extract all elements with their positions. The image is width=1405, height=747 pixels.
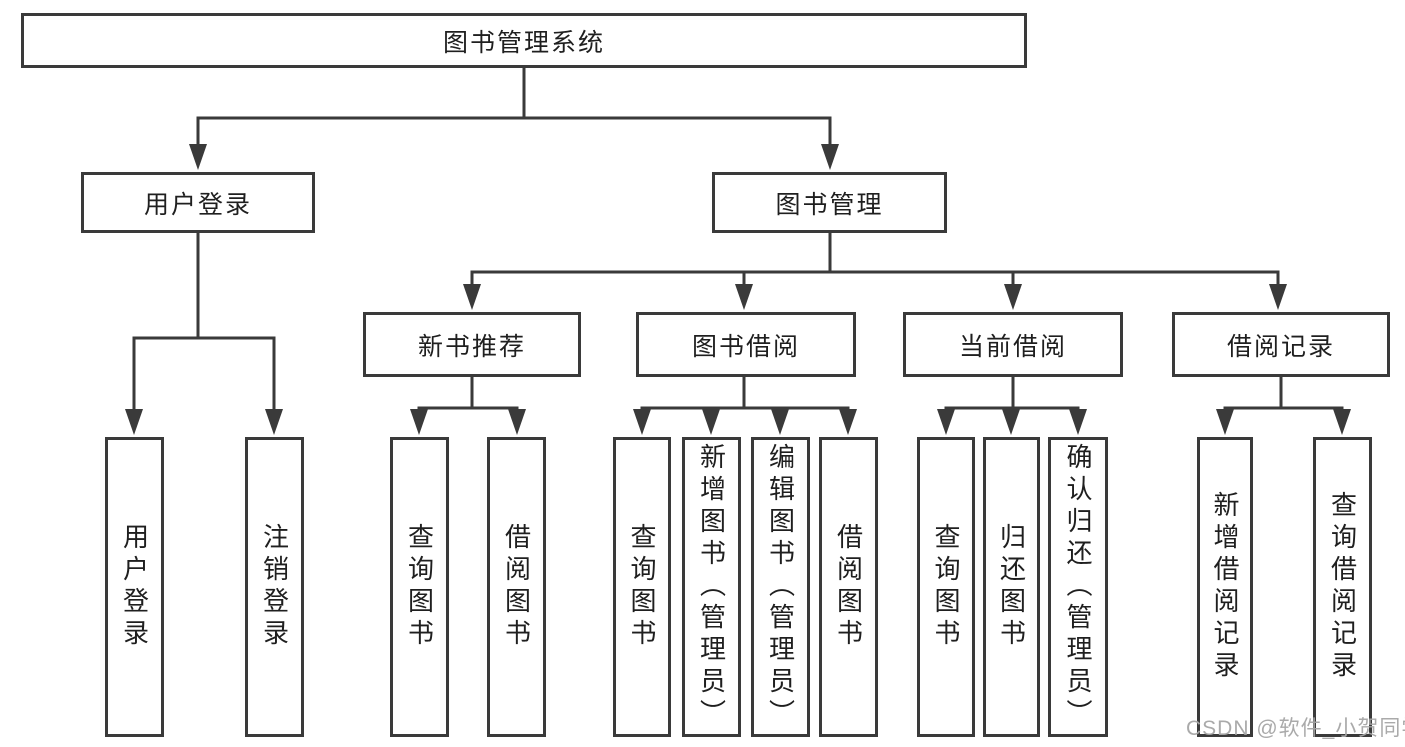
leaf-query-borrow-record-label: 查询借阅记录 — [1327, 491, 1358, 683]
leaf-query-books-current: 查询图书 — [917, 437, 975, 737]
node-new-book-recommend: 新书推荐 — [363, 312, 581, 377]
leaf-query-books-borrowing: 查询图书 — [613, 437, 671, 737]
node-book-management: 图书管理 — [712, 172, 947, 233]
leaf-return-book: 归还图书 — [983, 437, 1040, 737]
node-library-system: 图书管理系统 — [21, 13, 1027, 68]
leaf-add-book-admin-label: 新增图书（管理员） — [696, 443, 727, 731]
leaf-query-books-current-label: 查询图书 — [931, 523, 961, 651]
leaf-add-book-admin: 新增图书（管理员） — [682, 437, 741, 737]
node-user-login: 用户登录 — [81, 172, 315, 233]
leaf-query-books-recommend-label: 查询图书 — [404, 523, 435, 651]
leaf-query-borrow-record: 查询借阅记录 — [1313, 437, 1372, 737]
leaf-return-book-label: 归还图书 — [996, 523, 1027, 651]
leaf-borrow-books-recommend-label: 借阅图书 — [501, 523, 532, 651]
leaf-edit-book-admin: 编辑图书（管理员） — [751, 437, 810, 737]
node-book-borrowing: 图书借阅 — [636, 312, 856, 377]
leaf-query-books-recommend: 查询图书 — [390, 437, 449, 737]
watermark-csdn: CSDN @软件_小贺同学 — [1186, 717, 1405, 740]
leaf-logout-login-label: 注销登录 — [259, 523, 290, 651]
leaf-query-books-borrowing-label: 查询图书 — [627, 523, 657, 651]
leaf-add-borrow-record: 新增借阅记录 — [1197, 437, 1253, 737]
node-borrowing-records: 借阅记录 — [1172, 312, 1390, 377]
node-current-borrowing: 当前借阅 — [903, 312, 1123, 377]
leaf-confirm-return-admin: 确认归还（管理员） — [1048, 437, 1108, 737]
leaf-borrow-books: 借阅图书 — [819, 437, 878, 737]
leaf-borrow-books-recommend: 借阅图书 — [487, 437, 546, 737]
leaf-user-login-label: 用户登录 — [119, 523, 150, 651]
leaf-logout-login: 注销登录 — [245, 437, 304, 737]
leaf-borrow-books-label: 借阅图书 — [833, 523, 864, 651]
leaf-user-login: 用户登录 — [105, 437, 164, 737]
leaf-confirm-return-admin-label: 确认归还（管理员） — [1063, 443, 1093, 731]
leaf-edit-book-admin-label: 编辑图书（管理员） — [765, 443, 796, 731]
leaf-add-borrow-record-label: 新增借阅记录 — [1210, 491, 1240, 683]
